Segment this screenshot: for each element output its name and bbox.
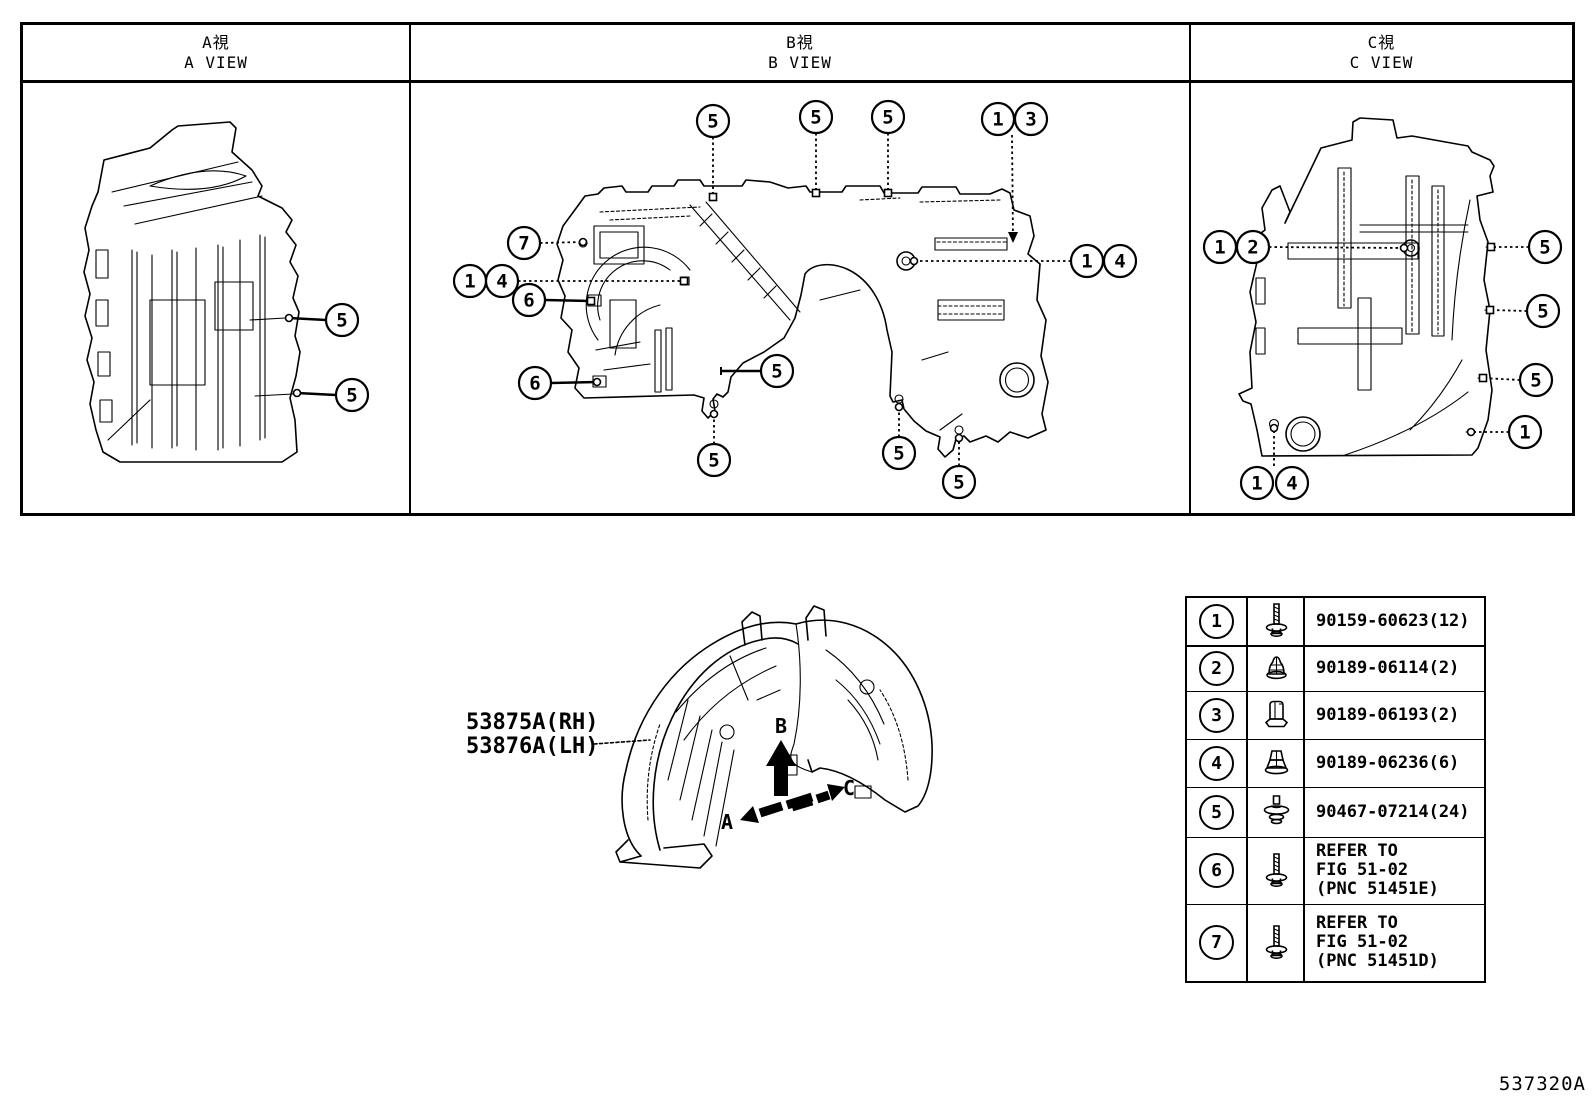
table-row-6: 6 REFER TO FIG 51-02 (PNC 51451E) [1187, 836, 1484, 904]
view-panel-c [1191, 83, 1572, 513]
views-header-row: A視 A VIEW B視 B VIEW C視 C VIEW [23, 25, 1572, 83]
screw-fastener-icon [1265, 925, 1287, 959]
direction-arrows: B A C [721, 714, 855, 834]
fastener-icon-cell [1248, 904, 1305, 981]
part-number-label-lh: 53876A(LH) [466, 734, 598, 759]
table-row-1: 1 90159-60623(12) [1187, 598, 1484, 645]
callout-number-badge: 6 [1199, 853, 1234, 889]
table-row-5: 5 90467-07214(24) [1187, 787, 1484, 837]
page-code: 537320A [1498, 1073, 1586, 1095]
fastener-icon-cell [1248, 646, 1305, 692]
views-table: A視 A VIEW B視 B VIEW C視 C VIEW [20, 22, 1575, 516]
callout-number-badge: 7 [1199, 925, 1234, 961]
view-panel-a [23, 83, 411, 513]
view-title-jp: C視 [1367, 32, 1396, 52]
screw-fastener-icon [1265, 603, 1287, 638]
views-body-row [23, 83, 1572, 513]
callout-number-cell: 5 [1187, 788, 1248, 837]
callout-number-badge: 5 [1199, 794, 1234, 830]
part-number-label-rh: 53875A(RH) [466, 710, 598, 735]
grommet-fastener-icon [1264, 750, 1288, 775]
callout-number-badge: 4 [1199, 745, 1234, 781]
table-row-7: 7 REFER TO FIG 51-02 (PNC 51451D) [1187, 903, 1484, 981]
part-label-leader [593, 739, 651, 745]
iso-view-drawing [615, 605, 933, 869]
view-panel-b [411, 83, 1191, 513]
part-number-cell: REFER TO FIG 51-02 (PNC 51451E) [1316, 841, 1439, 900]
view-title-en: C VIEW [1349, 52, 1414, 72]
part-number-cell: REFER TO FIG 51-02 (PNC 51451D) [1316, 913, 1439, 972]
callout-number-cell: 7 [1187, 904, 1248, 981]
direction-label-c: C [843, 776, 855, 800]
direction-arrow-c [790, 790, 831, 812]
view-title-jp: A視 [202, 32, 230, 52]
callout-number-badge: 2 [1199, 651, 1234, 687]
direction-arrow-a [758, 792, 814, 818]
direction-label-b: B [775, 714, 787, 738]
direction-arrow-c-head [827, 784, 845, 801]
callout-number-cell: 2 [1187, 646, 1248, 692]
fastener-icon-cell [1248, 837, 1305, 904]
direction-label-a: A [721, 810, 733, 834]
fastener-icon-cell [1248, 788, 1305, 837]
callout-number-cell: 6 [1187, 837, 1248, 904]
view-header-a: A視 A VIEW [23, 25, 411, 80]
part-number-cell: 90159-60623(12) [1316, 610, 1470, 631]
callout-number-cell: 1 [1187, 598, 1248, 645]
view-title-jp: B視 [786, 32, 814, 52]
direction-arrow-a-head [740, 806, 759, 823]
clip-fastener-icon [1264, 700, 1288, 728]
callout-number-badge: 1 [1199, 603, 1234, 639]
view-title-en: A VIEW [184, 52, 248, 72]
fastener-icon-cell [1248, 692, 1305, 739]
fastener-icon-cell [1248, 598, 1305, 645]
screw-fastener-icon [1265, 852, 1287, 887]
rivet-fastener-icon [1263, 795, 1289, 825]
callout-number-cell: 4 [1187, 739, 1248, 788]
part-number-cell: 90189-06236(6) [1316, 752, 1460, 773]
table-row-3: 3 90189-06193(2) [1187, 691, 1484, 739]
direction-arrow-b [766, 740, 796, 796]
fastener-icon-cell [1248, 739, 1305, 788]
part-number-cell: 90189-06193(2) [1316, 704, 1460, 725]
view-header-b: B視 B VIEW [411, 25, 1191, 80]
parts-table: 1 90159-60623(12) 2 90189-06114(2) 3 90189-06… [1185, 596, 1486, 983]
table-row-2: 2 90189-06114(2) [1187, 644, 1484, 692]
iso-part-labels: 53875A(RH) 53876A(LH) [466, 710, 651, 759]
callout-number-cell: 3 [1187, 692, 1248, 739]
callout-number-badge: 3 [1199, 697, 1234, 733]
part-number-cell: 90467-07214(24) [1316, 801, 1470, 822]
part-number-cell: 90189-06114(2) [1316, 658, 1460, 679]
view-header-c: C視 C VIEW [1191, 25, 1572, 80]
table-row-4: 4 90189-06236(6) [1187, 738, 1484, 788]
view-title-en: B VIEW [768, 52, 832, 72]
nut-fastener-icon [1265, 655, 1287, 679]
